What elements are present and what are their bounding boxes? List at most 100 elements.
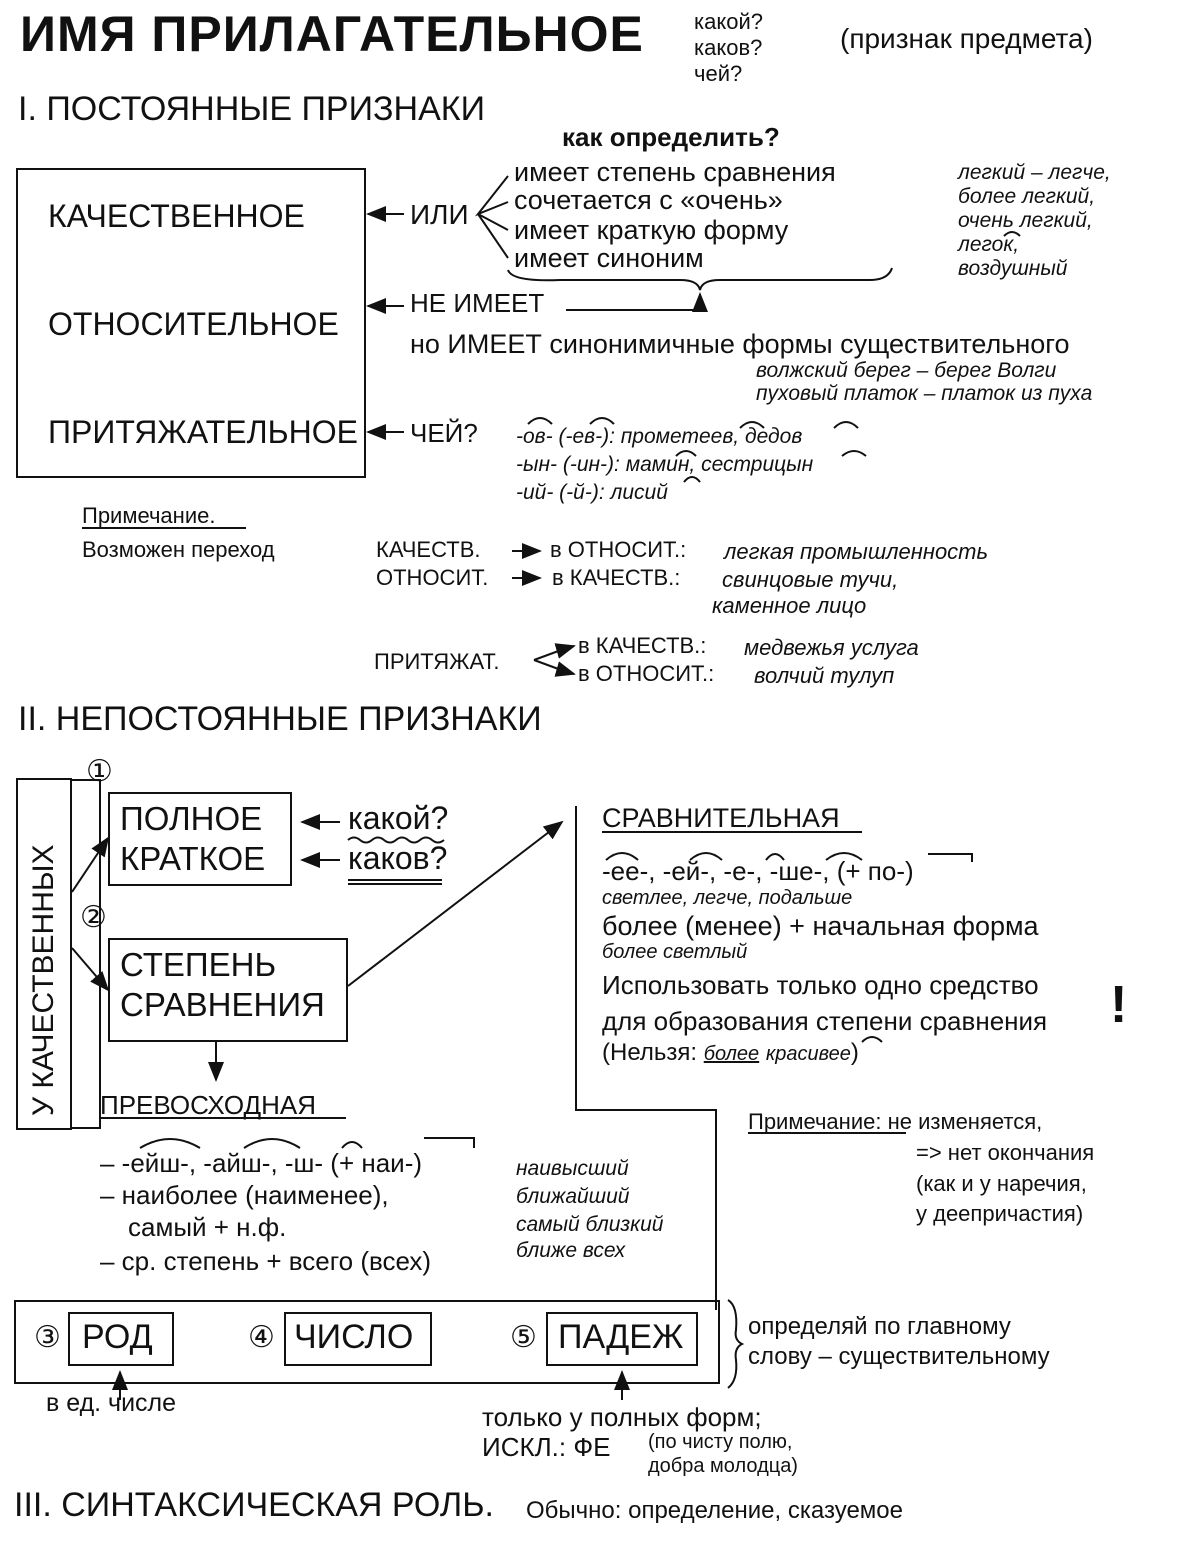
quality-example-5: воздушный (958, 257, 1068, 280)
transition-p-example-1: медвежья услуга (744, 635, 919, 660)
how-to-label: как определить? (562, 122, 780, 152)
superlative-title: ПРЕВОСХОДНАЯ (100, 1090, 317, 1120)
comparative-examples-2: более светлый (602, 941, 748, 963)
note2: Примечание: не изменяется, (748, 1110, 1042, 1133)
quality-example-2: более легкий, (958, 185, 1096, 208)
comparative-title: СРАВНИТЕЛЬНАЯ (602, 803, 840, 833)
or-label: ИЛИ (410, 199, 469, 230)
arc-eysh (139, 1138, 201, 1149)
case-note: только у полных форм; (482, 1402, 762, 1432)
number-box (284, 1312, 432, 1366)
comparative-suffixes: -ее-, -ей-, -е-, -ше-, (+ по-) (602, 856, 914, 886)
comparative-rule-1: Использовать только одно средство (602, 970, 1039, 1000)
section2-title: II. НЕПОСТОЯННЫЕ ПРИЗНАКИ (18, 700, 542, 738)
category-relative: ОТНОСИТЕЛЬНОЕ (48, 306, 339, 342)
header-meaning: (признак предмета) (840, 23, 1093, 54)
header-question-1: какой? (694, 9, 763, 34)
agreement-note-2: слову – существительному (748, 1343, 1050, 1370)
agreement-row-box (14, 1300, 720, 1384)
full-short-box (108, 792, 292, 886)
transition-r-to: в КАЧЕСТВ.: (552, 565, 681, 590)
ne-imeet-connector (566, 292, 708, 312)
superlative-line-2: – наиболее (наименее), (100, 1180, 389, 1210)
page-title: ИМЯ ПРИЛАГАТЕЛЬНОЕ (20, 6, 644, 62)
quality-example-1: легкий – легче, (958, 161, 1111, 184)
note2-line-4: у деепричастия) (916, 1201, 1084, 1226)
quality-example-4: легок, (958, 233, 1020, 256)
transition-r-example-1: свинцовые тучи, (722, 567, 899, 592)
section3-title: III. СИНТАКСИЧЕСКАЯ РОЛЬ. (14, 1486, 494, 1524)
possessive-suffix-2: -ын- (-ин-): мамин, сестрицын (516, 453, 814, 476)
comparative-rule-2: для образования степени сравнения (602, 1006, 1048, 1036)
number-3: ③ (34, 1321, 61, 1354)
gender-note: в ед. числе (46, 1389, 177, 1417)
section3-text: Обычно: определение, сказуемое (526, 1497, 903, 1524)
overline-nai (424, 1137, 475, 1148)
relative-example-2: пуховый платок – платок из пуха (756, 382, 1093, 405)
number-2: ② (80, 901, 107, 934)
note2-line-2: => нет окончания (916, 1140, 1095, 1165)
note2-line-3: (как и у наречия, (916, 1171, 1087, 1196)
relative-example-1: волжский берег – берег Волги (756, 359, 1057, 382)
degree-label-1: СТЕПЕНЬ (120, 946, 277, 983)
note2-line-1: : не изменяется, (875, 1109, 1043, 1134)
rule-3-prefix: (Нельзя: (602, 1039, 704, 1066)
superlative-line-3: самый + н.ф. (128, 1212, 287, 1242)
category-quality: КАЧЕСТВЕННОЕ (48, 198, 305, 234)
gender-label: РОД (82, 1318, 153, 1356)
side-bracket (72, 779, 101, 1129)
not-has-label: НЕ ИМЕЕТ (410, 288, 545, 318)
exception-label: ИСКЛ.: ФЕ (482, 1432, 611, 1462)
category-box (16, 168, 366, 478)
superlative-line-4: – ср. степень + всего (всех) (100, 1246, 432, 1276)
transition-q-example: легкая промышленность (724, 539, 989, 564)
superlative-example-1: наивысший (516, 1157, 629, 1180)
criterion-4: имеет синоним (514, 243, 704, 273)
superlative-example-4: ближе всех (516, 1239, 626, 1262)
quality-example-3: очень легкий, (958, 209, 1093, 232)
ili-fan (474, 175, 509, 259)
criterion-1: имеет степень сравнения (514, 157, 836, 187)
number-5: ⑤ (510, 1321, 537, 1354)
comparative-rule-3: (Нельзя: более красивее) (602, 1040, 859, 1065)
transition-r-from: ОТНОСИТ. (376, 565, 489, 590)
question-full: какой? (348, 800, 449, 836)
possessive-suffix-1: -ов- (-ев-): прометеев, дедов (516, 425, 803, 448)
transition-q-to: в ОТНОСИТ.: (550, 537, 687, 562)
note-text: Возможен переход (82, 537, 275, 562)
header-question-3: чей? (694, 61, 743, 86)
degree-label-2: СРАВНЕНИЯ (120, 986, 325, 1023)
but-has-label: но ИМЕЕТ синонимичные формы существитель… (410, 329, 1070, 359)
note2-label: Примечание (748, 1109, 876, 1134)
possessive-suffix-3: -ий- (-й-): лисий (516, 481, 668, 504)
header-question-2: каков? (694, 35, 763, 60)
side-label: У КАЧЕСТВЕННЫХ (27, 844, 60, 1116)
section1-title: I. ПОСТОЯННЫЕ ПРИЗНАКИ (18, 90, 486, 128)
arrow-to-full (71, 836, 110, 893)
rule-3-suffix: ) (850, 1039, 859, 1066)
side-label-box (16, 778, 72, 1130)
superlative-example-2: ближайший (516, 1185, 630, 1208)
comparative-examples-1: светлее, легче, подальше (602, 887, 853, 909)
overline-po (928, 853, 973, 862)
number-4: ④ (248, 1321, 275, 1354)
short-form: КРАТКОЕ (120, 840, 266, 877)
agreement-note-1: определяй по главному (748, 1313, 1011, 1340)
agreement-brace (727, 1299, 745, 1389)
criterion-3: имеет краткую форму (514, 215, 789, 245)
category-possessive: ПРИТЯЖАТЕЛЬНОЕ (48, 414, 358, 450)
gender-box (68, 1312, 174, 1366)
criterion-2: сочетается с «очень» (514, 185, 783, 215)
transition-r-example-2: каменное лицо (712, 593, 867, 618)
superlative-line-1: – -ейш-, -айш-, -ш- (+ наи-) (100, 1148, 423, 1178)
rule-3-bad-1: более (703, 1043, 760, 1065)
number-label: ЧИСЛО (294, 1318, 414, 1356)
comparative-analytic: более (менее) + начальная форма (602, 911, 1039, 941)
arrow-p-fan (533, 645, 573, 675)
case-box (546, 1312, 698, 1366)
question-short: каков? (348, 840, 448, 876)
number-1: ① (86, 755, 113, 788)
exception-1: (по чисту полю, (648, 1431, 793, 1453)
degree-box (108, 938, 348, 1042)
full-form: ПОЛНОЕ (120, 800, 263, 837)
